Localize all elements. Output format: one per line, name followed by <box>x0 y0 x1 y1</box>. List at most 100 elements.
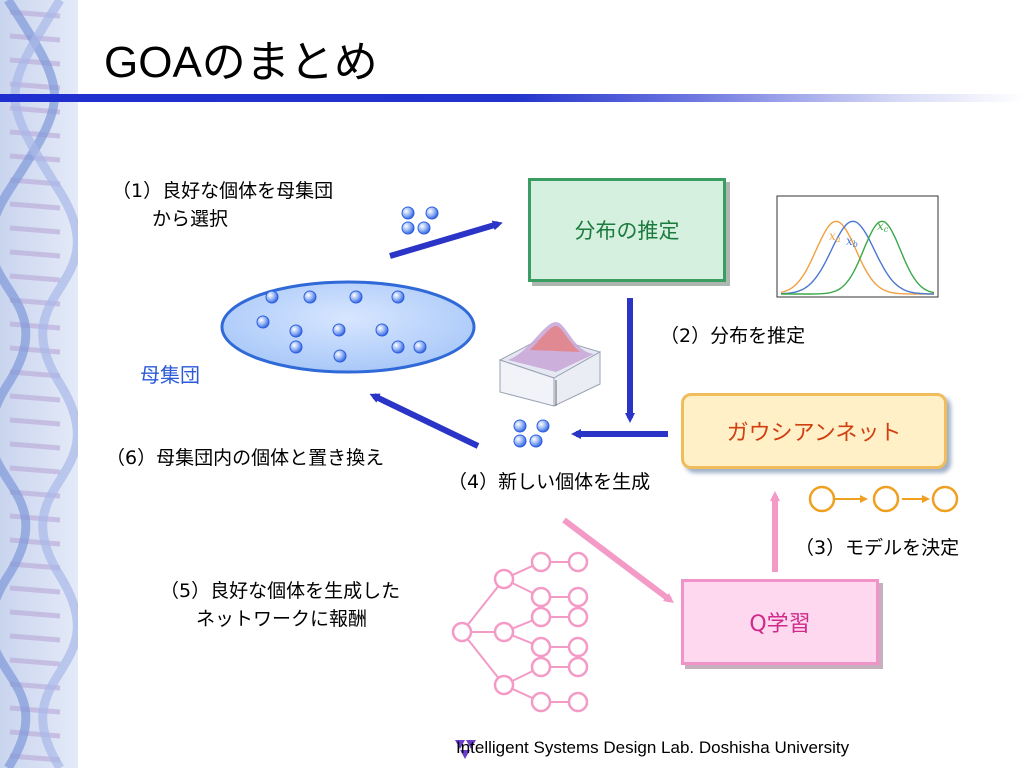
label-step5-line2: ネットワークに報酬 <box>196 608 368 630</box>
dna-rung <box>9 249 61 259</box>
q-learning-box: Q学習 <box>681 579 879 665</box>
individual-dot <box>425 206 439 220</box>
individual-dot <box>391 290 405 304</box>
tree-edge <box>461 578 505 633</box>
tree-edge <box>461 631 505 686</box>
population-individuals <box>256 290 427 363</box>
dna-rung <box>9 129 61 139</box>
label-step1-line1: （1）良好な個体を母集団 <box>112 180 334 202</box>
dna-strand-b <box>10 0 78 768</box>
individual-dot <box>413 340 427 354</box>
chain-node <box>931 485 959 513</box>
individual-dot <box>349 290 363 304</box>
individual-dot <box>375 323 389 337</box>
population-ellipse <box>220 280 476 374</box>
gaussian-network-box: ガウシアンネット <box>681 393 947 469</box>
curve-label-xc: xc <box>877 219 889 234</box>
title-underline-bar <box>0 94 1024 102</box>
dna-rung <box>9 585 61 595</box>
dna-rung <box>9 417 61 427</box>
dna-rungs <box>9 9 61 763</box>
gaussian-chain-model <box>808 485 959 513</box>
dna-rung <box>9 609 61 619</box>
arrow-reward-to-q <box>562 517 674 604</box>
individual-dot <box>289 324 303 338</box>
tree-node <box>567 656 589 678</box>
slide-title: GOAのまとめ <box>104 38 378 87</box>
tree-node <box>567 551 589 573</box>
tree-node <box>530 656 552 678</box>
dna-sidebar-decoration <box>0 0 78 768</box>
chain-node <box>808 485 836 513</box>
dna-rung <box>9 465 61 475</box>
dna-rung <box>9 57 61 67</box>
individual-dot <box>289 340 303 354</box>
curve-xa <box>780 220 934 295</box>
selected-individuals <box>401 206 439 235</box>
label-step1-line2: から選択 <box>152 208 229 230</box>
tree-node <box>493 621 515 643</box>
individual-dot <box>332 323 346 337</box>
network-tree <box>451 551 589 713</box>
dna-rung <box>9 513 61 523</box>
dna-rung <box>9 321 61 331</box>
label-step4: （4）新しい個体を生成 <box>448 471 651 493</box>
arrow-select-to-estimate <box>389 220 503 259</box>
label-step6: （6）母集団内の個体と置き換え <box>106 447 385 469</box>
dna-rung <box>9 729 61 739</box>
tree-node <box>451 621 473 643</box>
chain-node <box>872 485 900 513</box>
tree-node <box>530 586 552 608</box>
individual-dot <box>303 290 317 304</box>
curve-label-xb: xb <box>846 234 858 249</box>
curve-xc <box>781 220 935 295</box>
tree-node <box>530 691 552 713</box>
label-step2: （2）分布を推定 <box>660 325 806 347</box>
arrow-replace-population <box>369 393 480 449</box>
individual-dot <box>391 340 405 354</box>
individual-dot <box>401 221 415 235</box>
new-individuals <box>513 419 550 448</box>
footer-lab-name: Intelligent Systems Design Lab. Doshisha… <box>456 738 849 758</box>
dna-rung <box>9 393 61 403</box>
tree-node <box>567 636 589 658</box>
individual-dot <box>529 434 543 448</box>
tree-node <box>567 691 589 713</box>
lab-logo-icon <box>455 740 476 759</box>
dna-rung <box>9 225 61 235</box>
individual-dot <box>536 419 550 433</box>
distribution-plot: xa xb xc <box>776 195 939 298</box>
label-step5-line1: （5）良好な個体を生成した <box>160 580 401 602</box>
individual-dot <box>401 206 415 220</box>
individual-dot <box>417 221 431 235</box>
tree-node <box>493 568 515 590</box>
dna-rung <box>9 633 61 643</box>
label-population: 母集団 <box>140 363 200 387</box>
dna-rung <box>9 273 61 283</box>
tree-node <box>530 636 552 658</box>
dna-rung <box>9 537 61 547</box>
curve-xb <box>781 220 934 295</box>
individual-dot <box>256 315 270 329</box>
dna-rung <box>9 201 61 211</box>
tree-node <box>530 551 552 573</box>
dna-rung <box>9 657 61 667</box>
tree-node <box>530 606 552 628</box>
tree-node <box>567 606 589 628</box>
tree-node <box>493 674 515 696</box>
dna-strand-a <box>0 0 59 768</box>
tree-node <box>567 586 589 608</box>
individual-dot <box>333 349 347 363</box>
surface-plot-icon <box>498 322 602 407</box>
individual-dot <box>265 290 279 304</box>
distribution-estimation-box: 分布の推定 <box>528 178 726 282</box>
individual-dot <box>513 434 527 448</box>
dna-rung <box>9 441 61 451</box>
dna-rung <box>9 705 61 715</box>
footer-text: Intelligent Systems Design Lab. Doshisha… <box>456 738 850 757</box>
dna-rung <box>9 345 61 355</box>
curve-label-xa: xa <box>829 229 841 244</box>
label-step3: （3）モデルを決定 <box>795 537 960 559</box>
individual-dot <box>513 419 527 433</box>
